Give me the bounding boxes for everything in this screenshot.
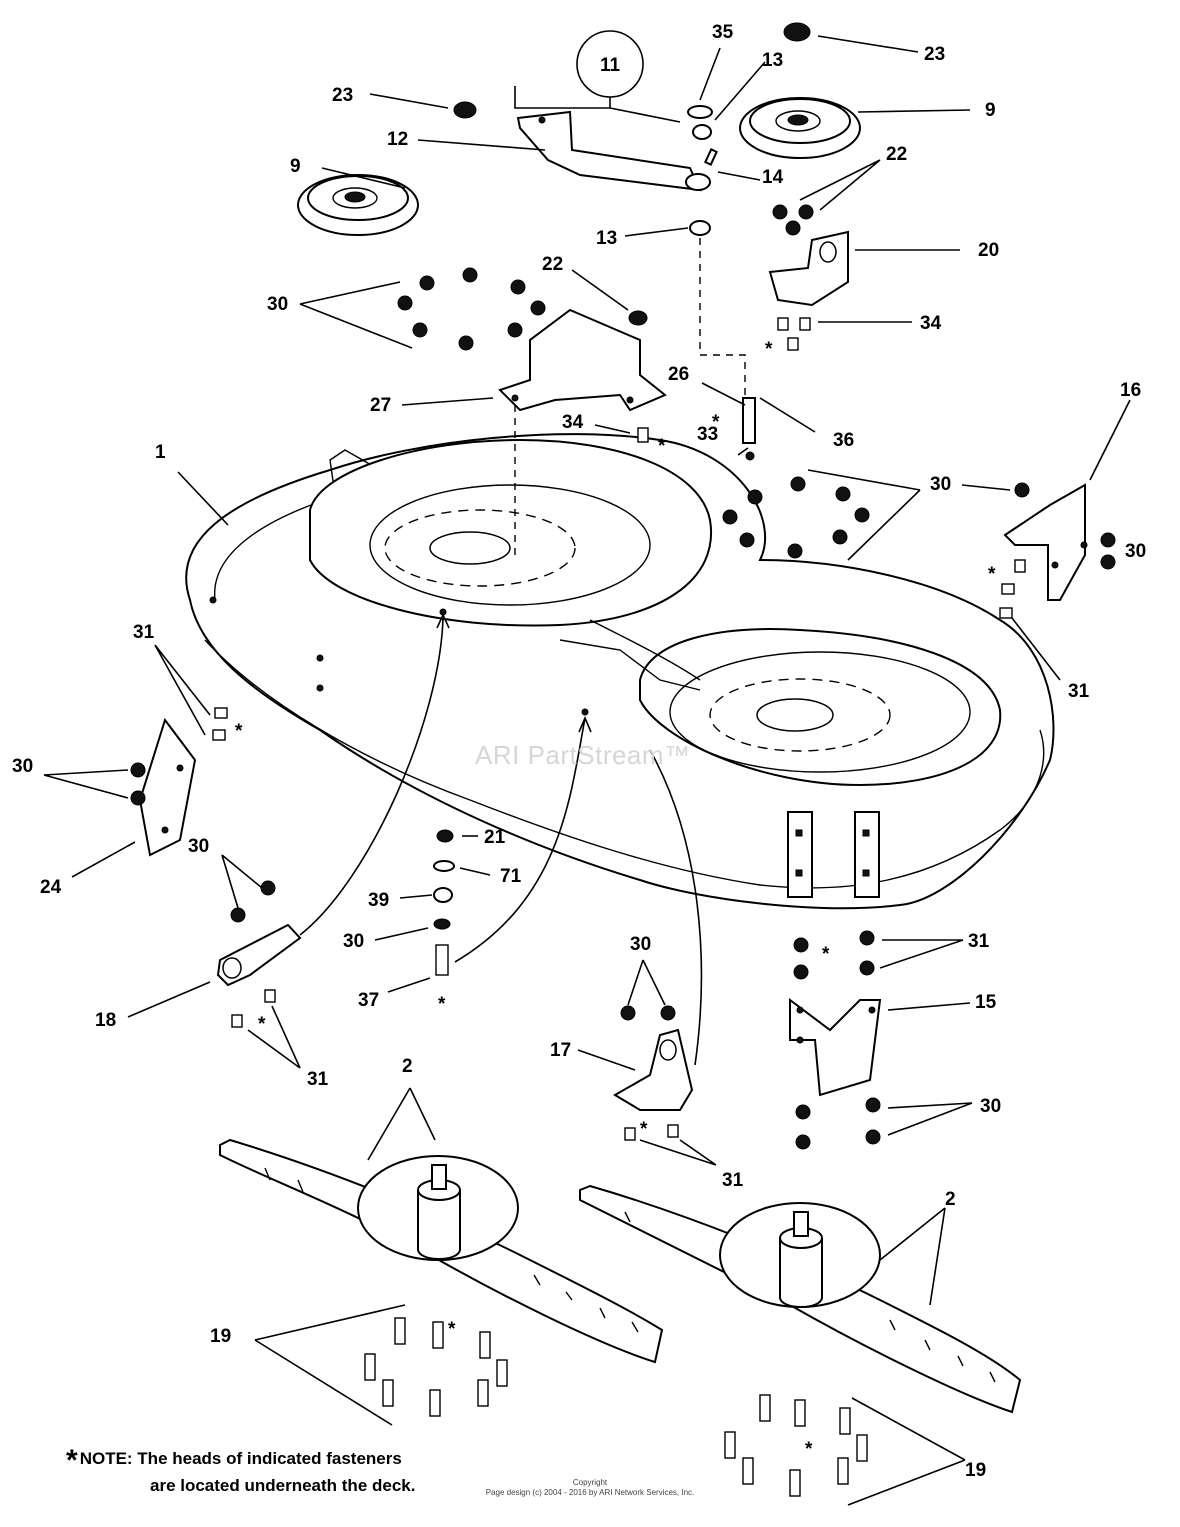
bracket-17 xyxy=(613,1028,694,1111)
bracket-16 xyxy=(1003,483,1088,601)
callout-33: 33 xyxy=(697,424,718,445)
bracket-27 xyxy=(498,308,667,412)
callout-31-left: 31 xyxy=(133,622,155,643)
svg-text:*: * xyxy=(765,339,773,360)
pulley-right xyxy=(739,97,861,159)
callout-30-center: 30 xyxy=(343,931,364,952)
copyright-line-2: Page design (c) 2004 - 2016 by ARI Netwo… xyxy=(485,1488,695,1497)
callout-27: 27 xyxy=(370,395,391,416)
callout-15: 15 xyxy=(975,992,997,1013)
svg-text:*: * xyxy=(712,412,720,433)
callout-17: 17 xyxy=(550,1040,571,1061)
svg-text:*: * xyxy=(438,994,446,1015)
callout-30-bracket15: 30 xyxy=(980,1096,1001,1117)
pulley-left xyxy=(297,174,419,236)
callout-16: 16 xyxy=(1120,380,1141,401)
callout-13-top: 13 xyxy=(762,50,783,71)
callout-31-bracket15: 31 xyxy=(968,931,990,952)
callout-1: 1 xyxy=(155,442,166,463)
svg-text:*: * xyxy=(640,1119,648,1140)
callout-39: 39 xyxy=(368,890,389,911)
idler-arm xyxy=(516,110,711,192)
blade-right xyxy=(579,1184,1022,1414)
callout-30-center-right: 30 xyxy=(930,474,951,495)
callout-71: 71 xyxy=(500,866,522,887)
callout-31-right: 31 xyxy=(1068,681,1090,702)
callout-31-bracket17: 31 xyxy=(722,1170,744,1191)
callout-2-right: 2 xyxy=(945,1189,956,1210)
svg-text:*: * xyxy=(658,436,666,457)
nuts-30-right xyxy=(722,476,870,559)
callout-30-far-right: 30 xyxy=(1125,541,1146,562)
callout-37: 37 xyxy=(358,990,379,1011)
callout-12: 12 xyxy=(387,129,408,150)
nuts-30-top xyxy=(397,267,546,351)
callout-13-bottom: 13 xyxy=(596,228,617,249)
callout-30-bracket17: 30 xyxy=(630,934,651,955)
callout-9-left: 9 xyxy=(290,156,301,177)
callout-20: 20 xyxy=(978,240,999,261)
bolts-19-left xyxy=(364,1317,508,1417)
callout-14: 14 xyxy=(762,167,784,188)
callout-labels: 1 2 2 9 9 11 12 13 13 14 15 16 17 18 19 … xyxy=(12,22,1146,1481)
callout-30-mid-left: 30 xyxy=(188,836,209,857)
footnote: *NOTE: The heads of indicated fasteners … xyxy=(66,1446,415,1498)
copyright: Copyright Page design (c) 2004 - 2016 by… xyxy=(0,1478,1180,1498)
svg-text:*: * xyxy=(822,944,830,965)
leader-lines xyxy=(43,35,1131,1506)
callout-30-top-left: 30 xyxy=(267,294,288,315)
callout-34-center: 34 xyxy=(562,412,584,433)
callout-19-left: 19 xyxy=(210,1326,231,1347)
callout-23-left: 23 xyxy=(332,85,353,106)
callout-31-bracket18: 31 xyxy=(307,1069,329,1090)
callout-2-left: 2 xyxy=(402,1056,413,1077)
callout-30-left: 30 xyxy=(12,756,33,777)
watermark: ARI PartStream™ xyxy=(475,740,691,770)
callout-24: 24 xyxy=(40,877,62,898)
copyright-line-1: Copyright xyxy=(572,1478,608,1487)
deck-housing xyxy=(185,433,1055,910)
callout-22-right: 22 xyxy=(886,144,907,165)
svg-text:*: * xyxy=(988,564,996,585)
callout-26: 26 xyxy=(668,364,689,385)
svg-text:*: * xyxy=(258,1014,266,1035)
svg-text:*: * xyxy=(805,1439,813,1460)
bracket-18 xyxy=(216,923,302,987)
bracket-24 xyxy=(138,717,197,857)
callout-22-center: 22 xyxy=(542,254,563,275)
callout-19-right: 19 xyxy=(965,1460,986,1481)
bracket-15 xyxy=(789,998,882,1097)
bolts-19-right xyxy=(724,1394,868,1497)
callout-34-right: 34 xyxy=(920,313,942,334)
callout-11: 11 xyxy=(600,55,621,76)
blade-left xyxy=(219,1138,664,1364)
callout-23-right: 23 xyxy=(924,44,945,65)
svg-text:*: * xyxy=(235,721,243,742)
note-line-2: are located underneath the deck. xyxy=(150,1476,416,1495)
asterisk-markers: * * * * * * * * * * * xyxy=(235,339,996,1460)
callout-9-right: 9 xyxy=(985,100,996,121)
bracket-20 xyxy=(768,204,849,307)
note-line-1: NOTE: The heads of indicated fasteners xyxy=(79,1449,402,1468)
callout-35: 35 xyxy=(712,22,734,43)
svg-text:*: * xyxy=(448,1319,456,1340)
callout-36: 36 xyxy=(833,430,854,451)
callout-18: 18 xyxy=(95,1010,116,1031)
callout-21: 21 xyxy=(484,827,506,848)
note-asterisk: * xyxy=(66,1444,78,1477)
